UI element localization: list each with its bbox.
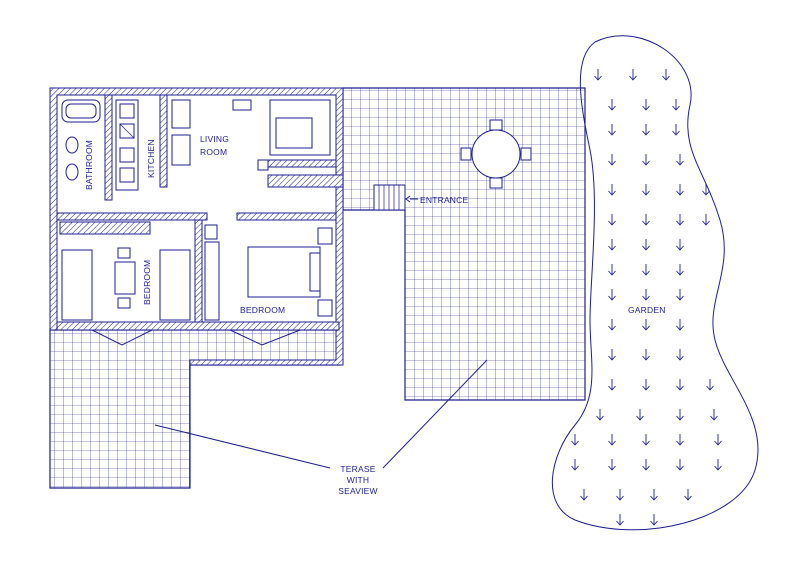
garden-plant-symbol	[608, 378, 616, 391]
garden-plant-symbol	[636, 408, 644, 421]
garden-plant-symbol	[676, 263, 684, 276]
label-terrace-2: WITH	[347, 475, 370, 485]
garden-plant-symbol	[642, 123, 650, 136]
garden-plant-symbol	[608, 183, 616, 196]
garden-plant-symbol	[676, 378, 684, 391]
garden-plant-symbol	[608, 238, 616, 251]
label-entrance: ENTRANCE	[420, 195, 468, 205]
garden-plant-symbol	[676, 458, 684, 471]
entrance-steps	[373, 184, 418, 211]
garden-plant-symbol	[642, 263, 650, 276]
garden-plant-symbol	[672, 123, 680, 136]
label-kitchen: KITCHEN	[146, 139, 156, 178]
bathroom-fixtures	[61, 99, 101, 181]
label-garden: GARDEN	[628, 305, 666, 315]
garden-plant-symbol	[672, 98, 680, 111]
bedroom-left-furniture	[61, 247, 191, 321]
garden-plant-symbol	[596, 408, 604, 421]
label-terrace-3: SEAVIEW	[338, 486, 378, 496]
garden-plant-symbol	[580, 488, 588, 501]
garden-plant-symbol	[676, 433, 684, 446]
garden-plant-symbol	[642, 318, 650, 331]
garden-plant-symbol	[642, 98, 650, 111]
terrace-top	[342, 87, 586, 401]
room-labels: LIVING ROOM KITCHEN BATHROOM BEDROOM BED…	[84, 134, 666, 496]
garden-plant-symbol	[706, 378, 714, 391]
garden-plant-symbol	[642, 348, 650, 361]
bedroom-right-furniture	[204, 224, 333, 321]
garden-plant-symbol	[676, 153, 684, 166]
garden-plant-symbol	[594, 68, 602, 81]
dining-table	[460, 119, 532, 189]
label-terrace-1: TERASE	[340, 464, 375, 474]
garden	[552, 35, 759, 531]
garden-plant-symbol	[676, 318, 684, 331]
garden-plant-symbol	[608, 433, 616, 446]
garden-plant-symbol	[608, 213, 616, 226]
garden-plant-symbol	[676, 348, 684, 361]
label-living-room-1: LIVING	[200, 134, 229, 144]
garden-plant-symbol	[676, 183, 684, 196]
garden-plant-symbol	[642, 458, 650, 471]
garden-plant-symbol	[650, 488, 658, 501]
garden-plant-symbol	[642, 213, 650, 226]
label-bedroom-left: BEDROOM	[142, 260, 152, 305]
garden-plant-symbol	[608, 348, 616, 361]
garden-plant-symbol	[571, 433, 579, 446]
garden-plant-symbol	[642, 433, 650, 446]
garden-plant-symbol	[676, 288, 684, 301]
garden-plant-symbol	[608, 263, 616, 276]
garden-plant-symbol	[642, 238, 650, 251]
garden-plant-symbol	[642, 378, 650, 391]
living-room-furniture	[171, 99, 331, 171]
garden-plant-symbol	[608, 98, 616, 111]
window-bays	[91, 329, 301, 346]
garden-plant-symbol	[676, 408, 684, 421]
garden-plant-symbol	[629, 68, 637, 81]
garden-plant-symbol	[676, 213, 684, 226]
label-bedroom-right: BEDROOM	[240, 305, 285, 315]
garden-plant-symbol	[642, 288, 650, 301]
garden-plant-symbol	[662, 68, 670, 81]
garden-plant-symbol	[642, 183, 650, 196]
garden-plant-symbol	[714, 458, 722, 471]
terrace-bottom-left	[49, 329, 341, 489]
label-living-room-2: ROOM	[200, 147, 227, 157]
garden-plant-symbol	[616, 513, 624, 526]
terrace-leader-lines	[154, 359, 488, 469]
kitchen-fixtures	[115, 99, 139, 191]
garden-plant-symbol	[702, 213, 710, 226]
garden-plant-symbol	[608, 288, 616, 301]
garden-plant-symbol	[676, 238, 684, 251]
garden-plant-symbol	[714, 433, 722, 446]
label-bathroom: BATHROOM	[84, 140, 94, 190]
garden-plant-symbol	[642, 153, 650, 166]
garden-plant-symbol	[710, 408, 718, 421]
garden-plant-symbol	[608, 458, 616, 471]
garden-plant-symbol	[684, 488, 692, 501]
garden-plant-symbol	[608, 153, 616, 166]
garden-plant-symbol	[608, 318, 616, 331]
garden-plant-symbol	[616, 488, 624, 501]
garden-plant-symbol	[608, 123, 616, 136]
garden-plant-symbol	[571, 458, 579, 471]
garden-plant-symbol	[650, 513, 658, 526]
